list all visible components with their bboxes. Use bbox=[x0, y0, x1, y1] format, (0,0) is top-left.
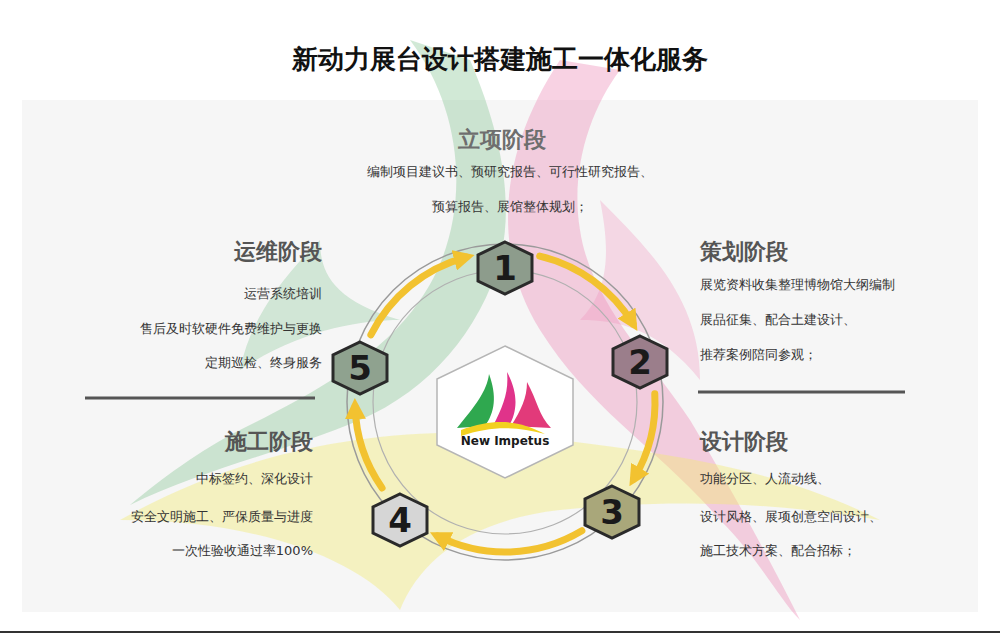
cycle-arrow bbox=[371, 257, 467, 335]
logo-mark bbox=[461, 422, 545, 436]
step-hexagon: 1 bbox=[478, 242, 532, 294]
stage-item: 展品征集、配合土建设计、 bbox=[700, 311, 856, 329]
hexagon bbox=[373, 494, 427, 546]
step-number: 1 bbox=[493, 248, 517, 288]
cycle-arrow bbox=[540, 256, 633, 324]
stage-heading: 施工阶段 bbox=[225, 428, 313, 456]
logo-text: New Impetus bbox=[461, 434, 550, 448]
separator bbox=[85, 397, 315, 400]
stage-item: 展览资料收集整理博物馆大纲编制 bbox=[700, 276, 895, 294]
stage-item: 安全文明施工、严保质量与进度 bbox=[131, 508, 313, 526]
logo-mark bbox=[511, 382, 551, 428]
stage-item: 定期巡检、终身服务 bbox=[205, 354, 322, 372]
pink-swirl bbox=[508, 60, 800, 620]
hexagon bbox=[333, 342, 387, 394]
hexagon bbox=[585, 486, 639, 538]
step-hexagon: 5 bbox=[333, 342, 387, 394]
stage-item: 施工技术方案、配合招标； bbox=[700, 542, 856, 560]
stage-heading: 运维阶段 bbox=[234, 238, 322, 266]
stage-heading: 策划阶段 bbox=[700, 238, 788, 266]
cycle-arrow bbox=[355, 406, 382, 488]
stage-item: 设计风格、展项创意空间设计、 bbox=[700, 508, 882, 526]
step-number: 2 bbox=[628, 342, 652, 382]
logo-hexagon: New Impetus bbox=[437, 346, 573, 478]
logo-mark bbox=[457, 374, 494, 428]
step-hexagon: 4 bbox=[373, 494, 427, 546]
bottom-rule bbox=[0, 631, 1000, 633]
step-hexagon: 2 bbox=[613, 336, 667, 388]
hexagon bbox=[613, 336, 667, 388]
step-hexagon: 3 bbox=[585, 486, 639, 538]
stage-heading: 立项阶段 bbox=[458, 126, 546, 154]
step-number: 3 bbox=[600, 492, 624, 532]
page-title: 新动力展台设计搭建施工一体化服务 bbox=[0, 42, 1000, 77]
hexagon-outline bbox=[437, 346, 573, 478]
separator bbox=[698, 391, 905, 394]
stage-item: 中标签约、深化设计 bbox=[196, 470, 313, 488]
hexagon bbox=[437, 346, 573, 478]
logo-mark bbox=[493, 372, 516, 426]
stage-item: 推荐案例陪同参观； bbox=[700, 346, 817, 364]
hexagon bbox=[478, 242, 532, 294]
step-number: 4 bbox=[388, 500, 412, 540]
cycle-arrow bbox=[437, 531, 581, 552]
stage-item: 一次性验收通过率100% bbox=[172, 542, 313, 560]
stage-item: 运营系统培训 bbox=[244, 285, 322, 303]
cycle-arrow bbox=[634, 394, 655, 479]
stage-item: 售后及时软硬件免费维护与更换 bbox=[140, 320, 322, 338]
panel bbox=[22, 100, 978, 612]
stage-heading: 设计阶段 bbox=[700, 428, 788, 456]
stage-item: 编制项目建议书、预研究报告、可行性研究报告、 bbox=[367, 163, 653, 181]
stage-item: 预算报告、展馆整体规划； bbox=[432, 198, 588, 216]
step-number: 5 bbox=[348, 348, 372, 388]
stage-item: 功能分区、人流动线、 bbox=[700, 470, 830, 488]
